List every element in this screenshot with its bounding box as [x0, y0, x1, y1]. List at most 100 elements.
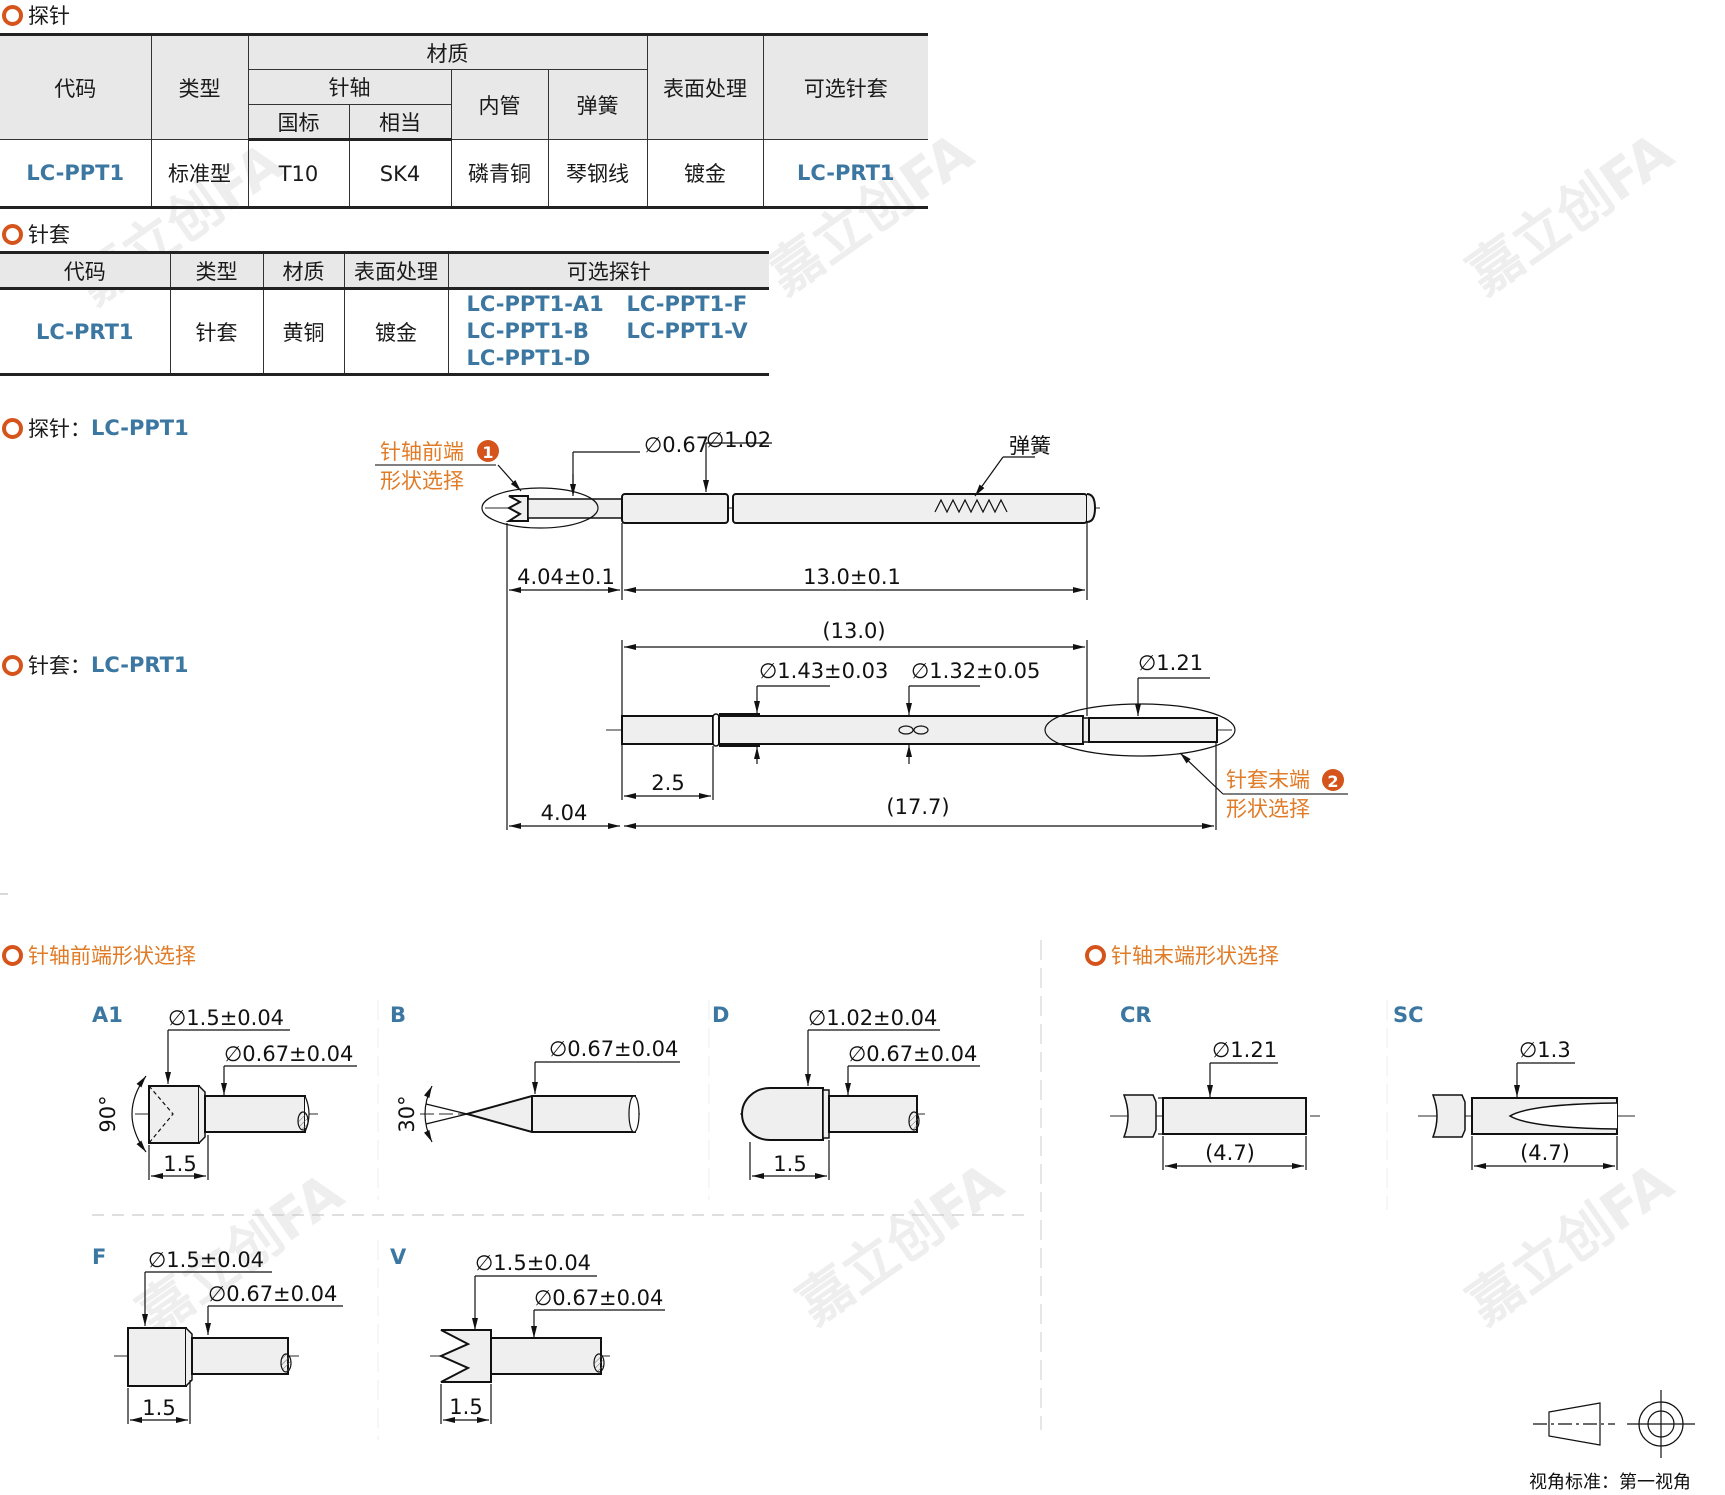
section-title-text: 探针 — [28, 4, 70, 28]
header-inner-tube: 内管 — [450, 69, 549, 140]
header-code: 代码 — [0, 251, 171, 290]
callout-front-tip: 针轴前端 1 形状选择 — [375, 440, 522, 493]
dim-shaft-diameter: ∅0.67±0.04 — [224, 1042, 353, 1066]
dim-head-diameter: ∅1.5±0.04 — [475, 1251, 591, 1275]
shape-d: D ∅1.02±0.04 ∅0.67±0.04 1.5 — [712, 1003, 980, 1180]
shape-code: B — [390, 1003, 406, 1027]
probe-option[interactable]: LC-PPT1-V — [626, 319, 748, 343]
dim-body-diameter: ∅1.32±0.05 — [911, 659, 1040, 683]
shape-cr: CR ∅1.21 (4.7) — [1110, 1003, 1320, 1170]
dim-head-length: 1.5 — [449, 1395, 482, 1419]
badge-1-icon — [477, 440, 499, 462]
dim-shaft-diameter: ∅0.67±0.04 — [848, 1042, 977, 1066]
view-standard-label: 视角标准：第一视角 — [1529, 1472, 1691, 1493]
section-title-text: 针轴末端形状选择 — [1111, 944, 1279, 968]
header-type: 类型 — [150, 33, 249, 140]
front-shapes-title: 针轴前端形状选择 — [2, 940, 196, 970]
cell-equiv: SK4 — [348, 139, 452, 209]
dim-collar-length: 2.5 — [651, 771, 684, 795]
cell-code[interactable]: LC-PRT1 — [0, 288, 171, 376]
circle-bullet-icon — [2, 223, 23, 245]
cell-inner-tube: 磷青铜 — [450, 139, 549, 209]
cell-code[interactable]: LC-PPT1 — [0, 139, 152, 209]
probe-code[interactable]: LC-PPT1 — [91, 416, 189, 440]
table-row: LC-PRT1 针套 黄铜 镀金 LC-PPT1-A1 LC-PPT1-F LC… — [0, 288, 769, 376]
cell-type: 针套 — [169, 288, 264, 376]
cell-optional-probes: LC-PPT1-A1 LC-PPT1-F LC-PPT1-B LC-PPT1-V… — [447, 288, 769, 376]
dim-head-length: 1.5 — [773, 1152, 806, 1176]
dim-collar-diameter: ∅1.43±0.03 — [759, 659, 888, 683]
callout-line2: 形状选择 — [380, 469, 464, 493]
dim-offset: 4.04 — [541, 801, 588, 825]
header-gb: 国标 — [248, 104, 350, 141]
header-material: 材质 — [262, 251, 345, 290]
circle-bullet-icon — [2, 944, 23, 966]
label-text: 探针： — [28, 417, 91, 441]
label-text: 针套： — [28, 654, 91, 678]
dim-ref-length: (13.0) — [822, 619, 885, 643]
probe-dimensions — [506, 442, 1088, 830]
sleeve-spec-table: 代码 类型 材质 表面处理 可选探针 LC-PRT1 针套 黄铜 镀金 LC-P… — [0, 251, 769, 376]
dim-end-diameter: ∅1.21 — [1138, 651, 1203, 675]
probe-spec-table: 代码 类型 材质 表面处理 可选针套 针轴 内管 弹簧 国标 相当 LC-PPT… — [0, 33, 928, 209]
dim-head-diameter: ∅1.5±0.04 — [148, 1248, 264, 1272]
shape-a1: A1 ∅1.5±0.04 ∅0.67±0.04 90° 1.5 — [92, 1003, 357, 1180]
sleeve-code[interactable]: LC-PRT1 — [91, 653, 189, 677]
dim-shaft-diameter: ∅0.67±0.04 — [208, 1282, 337, 1306]
circle-bullet-icon — [2, 417, 23, 439]
cell-surface: 镀金 — [343, 288, 449, 376]
dim-shaft-diameter: ∅0.67±0.04 — [534, 1286, 663, 1310]
first-angle-projection-icon — [1533, 1390, 1695, 1458]
dim-body-length: 13.0±0.1 — [803, 565, 901, 589]
shape-code: A1 — [92, 1003, 123, 1027]
section-title-text: 针套 — [28, 223, 70, 247]
probe-drawing — [481, 487, 1100, 529]
dim-diameter: ∅1.21 — [1212, 1038, 1277, 1062]
dim-tip-length: 4.04±0.1 — [517, 565, 615, 589]
shape-code: F — [92, 1245, 106, 1269]
cell-optional-sleeve[interactable]: LC-PRT1 — [762, 139, 928, 209]
end-shapes-title: 针轴末端形状选择 — [1085, 940, 1279, 970]
badge-number: 2 — [1327, 772, 1338, 791]
header-surface: 表面处理 — [343, 251, 449, 290]
shape-sc: SC ∅1.3 (4.7) — [1393, 1003, 1635, 1170]
shape-code: CR — [1120, 1003, 1152, 1027]
dim-head-length: 1.5 — [163, 1152, 196, 1176]
dim-head-length: 1.5 — [142, 1396, 175, 1420]
sleeve-drawing-title: 针套： LC-PRT1 — [2, 650, 189, 680]
spring-label: 弹簧 — [1009, 434, 1051, 458]
table-row: LC-PPT1 标准型 T10 SK4 磷青铜 琴钢线 镀金 LC-PRT1 — [0, 139, 928, 209]
dim-angle: 90° — [96, 1095, 120, 1132]
probe-drawing-title: 探针： LC-PPT1 — [2, 413, 189, 443]
cell-surface: 镀金 — [646, 139, 764, 209]
dim-angle: 30° — [395, 1095, 419, 1132]
probe-option[interactable]: LC-PPT1-F — [626, 292, 748, 316]
dim-head-diameter: ∅1.5±0.04 — [168, 1006, 284, 1030]
callout-sleeve-end: 针套末端 2 形状选择 — [1179, 752, 1348, 821]
shape-f: F ∅1.5±0.04 ∅0.67±0.04 1.5 — [92, 1245, 343, 1424]
dim-diameter: ∅1.3 — [1519, 1038, 1571, 1062]
dim-tip-diameter: ∅0.67 — [644, 433, 709, 457]
section-title-text: 针轴前端形状选择 — [28, 944, 196, 968]
probe-option[interactable]: LC-PPT1-A1 — [466, 292, 604, 316]
probe-option[interactable]: LC-PPT1-D — [466, 346, 591, 370]
header-equiv: 相当 — [348, 104, 451, 141]
shape-code: SC — [1393, 1003, 1424, 1027]
badge-number: 1 — [482, 443, 493, 462]
cell-gb: T10 — [247, 139, 350, 209]
probe-option[interactable]: LC-PPT1-B — [466, 319, 589, 343]
dim-head-diameter: ∅1.02±0.04 — [808, 1006, 937, 1030]
badge-2-icon — [1322, 769, 1344, 791]
header-spring: 弹簧 — [547, 69, 647, 140]
shape-b: B ∅0.67±0.04 30° — [390, 1003, 680, 1143]
sleeve-dimensions — [509, 640, 1217, 830]
header-optional-probe: 可选探针 — [447, 251, 769, 290]
sleeve-section-title: 针套 — [2, 219, 70, 249]
header-material: 材质 — [247, 33, 648, 70]
probe-section-title: 探针 — [2, 0, 70, 30]
circle-bullet-icon — [1085, 944, 1106, 966]
cell-type: 标准型 — [150, 139, 249, 209]
callout-line1: 针套末端 — [1226, 768, 1310, 792]
cell-material: 黄铜 — [262, 288, 345, 376]
